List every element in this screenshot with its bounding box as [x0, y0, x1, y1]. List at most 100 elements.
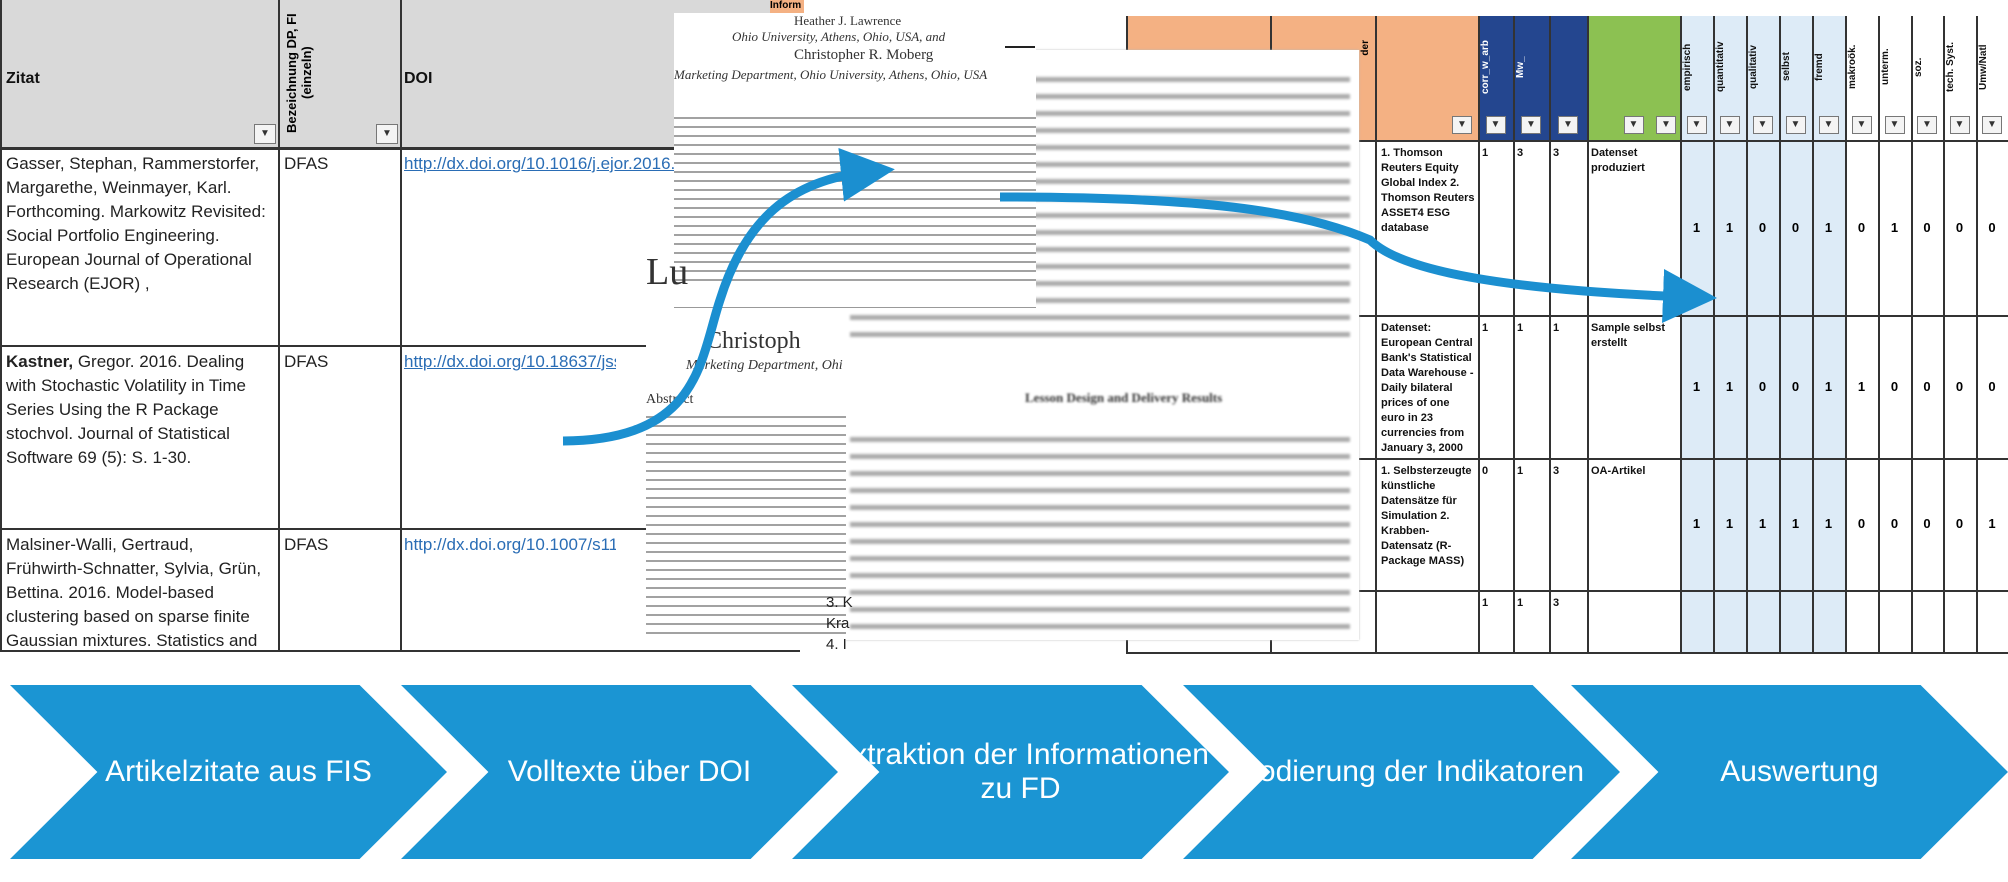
gridline — [1126, 315, 2008, 317]
gridline — [1911, 16, 1913, 652]
cell-datenquelle: 1. Thomson Reuters Equity Global Index 2… — [1381, 147, 1475, 234]
author-name: Heather J. Lawrence — [794, 13, 902, 28]
gridline — [1126, 140, 2008, 142]
filter-dropdown[interactable]: ▼ — [1851, 116, 1872, 134]
cell-bezeichnung: DFAS — [284, 535, 329, 554]
cell-bezeichnung: DFAS — [284, 154, 329, 173]
process-step-4: Kodierung der Indikatoren — [1183, 685, 1620, 859]
cell-value: 3 — [1517, 147, 1524, 159]
author-name: Christoph — [706, 328, 801, 354]
filter-dropdown[interactable]: ▼ — [1884, 116, 1905, 134]
header-doi: DOI — [404, 70, 433, 87]
indicator-value: 0 — [1857, 219, 1866, 235]
cell-value: 3 — [1553, 465, 1560, 477]
gridline — [400, 0, 402, 652]
step-label: Extraktion der Informationen zu FD — [832, 738, 1209, 805]
filter-dropdown[interactable]: ▼ — [1982, 116, 2002, 134]
filter-dropdown-bezeichnung[interactable]: ▼ — [376, 124, 398, 144]
chevron-down-icon: ▼ — [382, 128, 392, 139]
cell-value: 1 — [1482, 147, 1489, 159]
cell-bezeichnung: DFAS — [284, 352, 329, 371]
indicator-value: 0 — [1923, 378, 1931, 394]
gridline — [1126, 652, 2008, 654]
affiliation: Marketing Department, Ohi — [686, 358, 843, 373]
filter-dropdown[interactable]: ▼ — [1558, 116, 1578, 134]
indicator-value: 1 — [1824, 516, 1833, 531]
filter-dropdown[interactable]: ▼ — [1917, 116, 1937, 134]
gridline — [1812, 16, 1814, 652]
gridline — [1779, 16, 1781, 652]
cell-note: Datenset produziert — [1591, 147, 1645, 174]
indicator-value: 1 — [1758, 516, 1767, 531]
indicator-value: 0 — [1955, 378, 1964, 394]
doi-link[interactable]: http://dx.doi.org/10.1007/s11222 — [404, 535, 616, 554]
indicator-value: 1 — [1725, 516, 1734, 531]
affiliation: Marketing Department, Ohio University, A… — [674, 67, 988, 82]
doi-link[interactable]: http://dx.doi.org/10.18637/jss.v0 — [404, 352, 616, 371]
gridline — [1746, 16, 1748, 652]
indicator-value: 0 — [1890, 378, 1899, 394]
process-step-5: Auswertung — [1571, 685, 2008, 859]
filter-dropdown[interactable]: ▼ — [1656, 116, 1676, 134]
indicator-value: 1 — [1857, 378, 1866, 394]
indicator-value: 0 — [1890, 516, 1899, 531]
affiliation: Ohio University, Athens, Ohio, USA, and — [732, 29, 946, 44]
filter-dropdown[interactable]: ▼ — [1485, 116, 1506, 134]
cell-zitat: Malsiner-Walli, Gertraud, Frühwirth-Schn… — [6, 535, 262, 650]
indicator-value: 0 — [1988, 378, 1996, 394]
cell-datenquelle: Datenset: European Central Bank's Statis… — [1381, 322, 1474, 454]
indicator-value: 0 — [1758, 378, 1767, 394]
indicator-value: 1 — [1725, 378, 1734, 394]
cell-value: 1 — [1482, 322, 1489, 334]
gridline — [1680, 16, 1682, 652]
cell-note: Sample selbst erstellt — [1591, 322, 1665, 349]
indicator-value: 1 — [1988, 516, 1996, 531]
arrow-fulltext-to-coding — [999, 192, 1717, 323]
cell-zitat: Gasser, Stephan, Rammerstorfer, Margaret… — [6, 154, 266, 293]
indicator-value: 0 — [1955, 516, 1964, 531]
gridline — [1976, 16, 1978, 652]
divider — [1005, 46, 1035, 48]
gridline — [1943, 16, 1945, 652]
cell-value: 3 — [1553, 597, 1560, 609]
indicator-value: 1 — [1692, 378, 1701, 394]
arrow-doi-to-fulltext — [562, 147, 895, 446]
filter-dropdown[interactable]: ▼ — [1752, 116, 1773, 134]
indicator-value: 0 — [1988, 219, 1996, 235]
doi-link[interactable]: http://dx.doi.org/10.1016/j.ejor.2016.10… — [404, 154, 674, 173]
step-label: Auswertung — [1720, 755, 1879, 788]
filter-dropdown[interactable]: ▼ — [1785, 116, 1806, 134]
indicator-value: 1 — [1692, 516, 1701, 531]
filter-dropdown[interactable]: ▼ — [1623, 116, 1644, 134]
filter-dropdown[interactable]: ▼ — [1949, 116, 1970, 134]
indicator-value: 1 — [1692, 219, 1701, 235]
section-heading: Lesson Design and Delivery Results — [1025, 390, 1223, 405]
step-label: Volltexte über DOI — [507, 755, 752, 788]
gridline — [1126, 458, 2008, 460]
filter-dropdown[interactable]: ▼ — [1818, 116, 1839, 134]
fragment: 4. I — [826, 636, 847, 653]
fragment: Kra — [826, 615, 850, 632]
gridline — [0, 0, 2, 652]
step-label: Kodierung der Indikatoren — [1238, 755, 1585, 788]
filter-dropdown-zitat[interactable]: ▼ — [254, 124, 276, 144]
filter-dropdown[interactable]: ▼ — [1521, 116, 1541, 134]
cell-value: 1 — [1517, 597, 1524, 609]
filter-dropdown[interactable]: ▼ — [1452, 116, 1472, 134]
gridline — [0, 345, 800, 347]
filter-dropdown[interactable]: ▼ — [1686, 116, 1707, 134]
gridline — [1878, 16, 1880, 652]
gridline — [1549, 16, 1551, 652]
cell-zitat: Kastner, Gregor. 2016. Dealing with Stoc… — [6, 350, 274, 470]
indicator-value: 0 — [1791, 378, 1800, 394]
title-fragment: Lu — [646, 251, 689, 293]
author-bold: Kastner, — [6, 352, 74, 371]
header-zitat: Zitat — [6, 70, 40, 87]
indicator-value: 0 — [1923, 516, 1931, 531]
citation-text: Gregor. 2016. Dealing with Stochastic Vo… — [6, 352, 246, 467]
step-label: Artikelzitate aus FIS — [105, 755, 372, 788]
gridline — [1375, 16, 1377, 652]
cell-value: 1 — [1482, 597, 1489, 609]
filter-dropdown[interactable]: ▼ — [1719, 116, 1740, 134]
